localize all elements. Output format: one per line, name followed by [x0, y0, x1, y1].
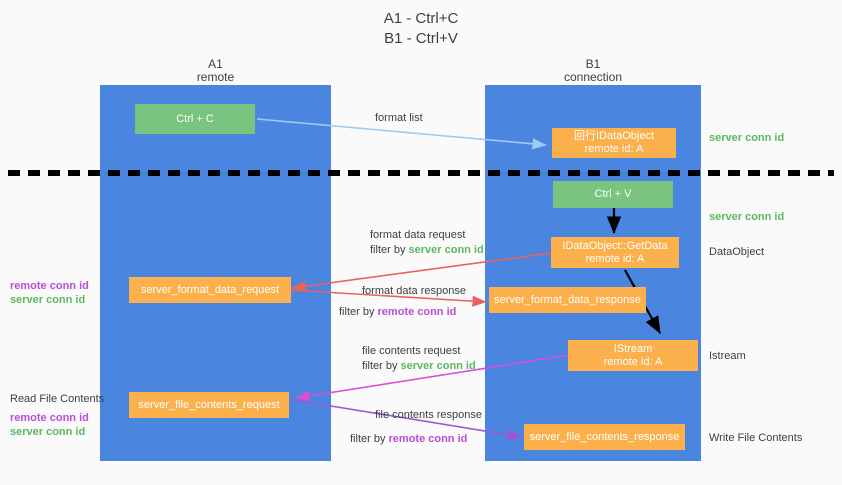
title-line-2: B1 - Ctrl+V — [384, 30, 458, 47]
node-istream-line1: IStream — [613, 342, 653, 355]
node-idataobject-created-line1: 回行IDataObject — [573, 130, 655, 142]
node-server-format-data-request[interactable]: server_format_data_request — [129, 277, 291, 303]
node-ctrl-v-label: Ctrl + V — [594, 188, 632, 200]
node-idataobject-getdata[interactable]: IDataObject::GetData remote id: A — [551, 237, 679, 268]
node-server-file-contents-response-label: server_file_contents_response — [529, 430, 680, 443]
right-label-write-file-contents: Write File Contents — [709, 432, 803, 444]
node-server-file-contents-request[interactable]: server_file_contents_request — [129, 392, 289, 418]
node-istream[interactable]: IStream remote id: A — [568, 340, 698, 371]
filter-prefix: filter by — [370, 244, 409, 256]
edge-caption-file-contents-request-filter: filter by server conn id — [362, 359, 476, 374]
node-ctrl-c[interactable]: Ctrl + C — [135, 104, 255, 134]
node-idataobject-created-line2: remote id: A — [584, 143, 644, 155]
page-title: A1 - Ctrl+C B1 - Ctrl+V — [0, 9, 842, 49]
edge-caption-file-contents-response-text: file contents response — [375, 409, 483, 421]
filter-prefix: filter by — [350, 433, 389, 445]
filter-value-server-conn-id: server conn id — [408, 244, 484, 256]
edge-caption-file-contents-response-filter: filter by remote conn id — [350, 432, 467, 447]
node-idataobject-getdata-line2: remote id: A — [585, 252, 645, 265]
title-line-1: A1 - Ctrl+C — [383, 10, 459, 27]
left-label-group-format: remote conn id server conn id — [10, 279, 89, 307]
edge-caption-format-list-text: format list — [375, 112, 423, 124]
column-header-b1: B1 connection — [485, 58, 701, 84]
left-label-server-conn-id-1: server conn id — [10, 294, 86, 306]
node-server-format-data-request-label: server_format_data_request — [140, 283, 280, 296]
column-a1-name: A1 — [208, 57, 223, 71]
right-label-dataobject: DataObject — [709, 246, 765, 258]
filter-value-server-conn-id: server conn id — [400, 360, 476, 372]
left-label-remote-conn-id-1: remote conn id — [10, 280, 89, 292]
edge-caption-format-data-request: format data request filter by server con… — [370, 228, 484, 258]
node-server-file-contents-response[interactable]: server_file_contents_response — [524, 424, 685, 450]
node-idataobject-getdata-line1: IDataObject::GetData — [562, 239, 668, 252]
left-label-server-conn-id-2: server conn id — [10, 426, 86, 438]
edge-caption-format-list: format list — [375, 111, 423, 126]
edge-caption-file-contents-request-text: file contents request — [362, 345, 461, 357]
column-header-a1: A1 remote — [100, 58, 331, 84]
node-istream-line2: remote id: A — [603, 355, 663, 368]
edge-caption-file-contents-request: file contents request filter by server c… — [362, 344, 476, 374]
edge-caption-format-data-request-text: format data request — [370, 229, 466, 241]
filter-prefix: filter by — [339, 306, 378, 318]
edge-caption-format-data-response: format data response — [362, 284, 466, 299]
edge-caption-format-data-response-filter: filter by remote conn id — [339, 305, 456, 320]
filter-value-remote-conn-id: remote conn id — [377, 306, 457, 318]
left-label-group-file: remote conn id server conn id — [10, 411, 89, 439]
node-ctrl-c-label: Ctrl + C — [176, 112, 214, 125]
filter-prefix: filter by — [362, 360, 401, 372]
node-server-file-contents-request-label: server_file_contents_request — [138, 398, 280, 411]
node-server-format-data-response[interactable]: server_format_data_response — [489, 287, 646, 313]
right-label-server-conn-id-top: server conn id — [709, 132, 785, 144]
edge-caption-file-contents-response: file contents response — [375, 408, 482, 423]
column-a1-sub: remote — [196, 70, 235, 84]
column-b1-sub: connection — [563, 70, 623, 84]
edge-caption-format-data-request-filter: filter by server conn id — [370, 243, 484, 258]
right-label-istream: Istream — [709, 350, 746, 362]
left-label-read-file-contents: Read File Contents — [10, 393, 105, 405]
edge-caption-format-data-response-text: format data response — [362, 285, 466, 297]
node-ctrl-v[interactable]: Ctrl + V — [553, 181, 673, 208]
left-label-remote-conn-id-2: remote conn id — [10, 412, 89, 424]
node-idataobject-created[interactable]: 回行IDataObject remote id: A — [552, 128, 676, 158]
right-label-server-conn-id-mid: server conn id — [709, 211, 785, 223]
node-server-format-data-response-label: server_format_data_response — [494, 293, 641, 306]
filter-value-remote-conn-id: remote conn id — [388, 433, 468, 445]
column-b1-name: B1 — [585, 57, 601, 71]
